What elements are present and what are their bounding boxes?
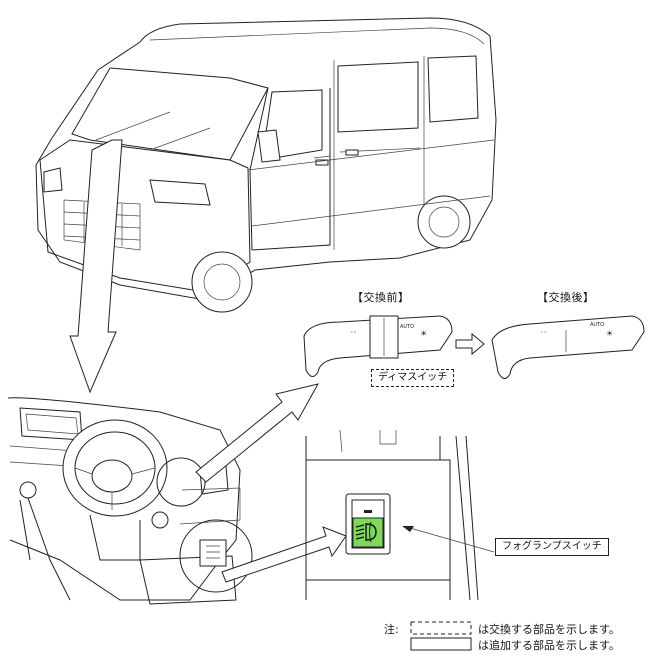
van-illustration	[35, 17, 497, 313]
label-before: 【交換前】	[352, 291, 410, 304]
fog-switch-button	[352, 517, 384, 548]
svg-text:AUTO: AUTO	[590, 322, 604, 328]
svg-text:☀: ☀	[420, 329, 427, 338]
pointer-arrow-upright	[195, 383, 319, 483]
dimmer-lever-after: ◦◦ AUTO ☀	[491, 315, 645, 379]
legend-note-label: 注:	[384, 623, 399, 636]
legend-replace-box	[410, 621, 472, 635]
fog-lamp-switch-label: フォグランプスイッチ	[495, 538, 609, 556]
dashboard-illustration	[7, 397, 253, 605]
legend-add-text: は追加する部品を示します。	[478, 639, 620, 652]
fog-switch-detail	[305, 429, 495, 601]
fog-lamp-icon	[355, 521, 377, 543]
pointer-arrow-down	[69, 139, 123, 394]
dimmer-switch-label: ディマスイッチ	[371, 369, 455, 387]
svg-text:◦◦: ◦◦	[540, 329, 547, 336]
before-after-arrow	[455, 332, 485, 356]
dimmer-lever-before: ◦◦ AUTO ☀	[303, 315, 453, 377]
pointer-arrow-right	[221, 526, 347, 583]
svg-text:AUTO: AUTO	[400, 324, 414, 330]
svg-text:◦◦: ◦◦	[350, 329, 357, 336]
label-after: 【交換後】	[537, 291, 595, 304]
svg-text:☀: ☀	[606, 329, 613, 338]
legend-replace-text: は交換する部品を示します。	[478, 623, 620, 636]
legend-add-box	[410, 637, 472, 651]
